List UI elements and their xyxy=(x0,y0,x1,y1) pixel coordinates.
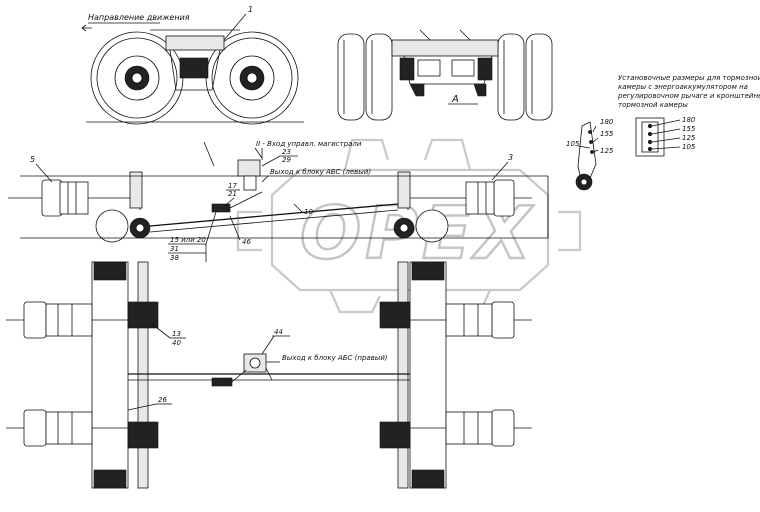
callout-40: 40 xyxy=(172,339,181,347)
callout-21: 21 xyxy=(228,190,237,198)
callout-15-or-20: 15 или 20 xyxy=(170,236,206,244)
callout-44: 44 xyxy=(274,328,283,336)
inlet-label: II - Вход управл. магистрали xyxy=(256,140,362,148)
callout-29: 29 xyxy=(282,156,291,164)
lever-dim-105: 125 xyxy=(600,147,614,155)
abs-left-label: Выход к блоку АБС (левый) xyxy=(270,168,371,176)
note-line-1: Установочные размеры для тормозной xyxy=(618,74,760,82)
lever-dim-155: 155 xyxy=(600,130,614,138)
lever-dim-125: 105 xyxy=(566,140,580,148)
mounting-note: Установочные размеры для тормозной камер… xyxy=(566,74,760,191)
callout-10: 10 xyxy=(304,208,313,216)
callout-1: 1 xyxy=(248,5,253,14)
callout-31: 31 xyxy=(170,245,179,253)
bracket-dim-180: 180 xyxy=(682,116,696,124)
side-view: Направление движения 1 xyxy=(81,5,304,125)
callout-5: 5 xyxy=(30,155,35,164)
callout-13: 13 xyxy=(172,330,181,338)
direction-label: Направление движения xyxy=(88,13,190,22)
bracket-dim-125: 125 xyxy=(682,134,696,142)
plan-view: 44 Выход к блоку АБС (правый) 13 40 26 xyxy=(6,261,532,489)
callout-46: 46 xyxy=(242,238,251,246)
callout-23: 23 xyxy=(282,148,291,156)
callout-3: 3 xyxy=(508,153,513,162)
note-line-2: камеры с энергоаккумулятором на xyxy=(618,83,748,91)
abs-right-label: Выход к блоку АБС (правый) xyxy=(282,354,388,362)
bracket-dim-155: 155 xyxy=(682,125,696,133)
rear-view: А xyxy=(337,29,553,121)
callout-17: 17 xyxy=(228,182,237,190)
callout-38: 38 xyxy=(170,254,179,262)
lever-dim-180: 180 xyxy=(600,118,614,126)
middle-assembly: 5 3 II - Вход управл. магистрали 23 29 В… xyxy=(8,140,549,262)
callout-26: 26 xyxy=(158,396,167,404)
view-a-label: А xyxy=(451,94,459,105)
note-line-4: тормозной камеры xyxy=(618,101,688,109)
note-line-3: регулировочном рычаге и кронштейне xyxy=(617,92,760,100)
bracket-dim-105: 105 xyxy=(682,143,696,151)
